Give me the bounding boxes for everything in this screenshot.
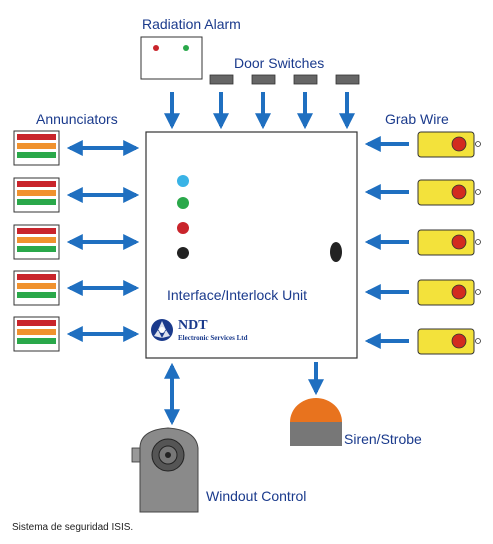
grab-wire-switches bbox=[364, 131, 481, 355]
door-switches-label: Door Switches bbox=[234, 55, 325, 71]
unit-label: Interface/Interlock Unit bbox=[167, 287, 308, 303]
grab-wire-1 bbox=[417, 131, 481, 158]
indicator-red bbox=[177, 222, 189, 234]
ndt-logo-icon bbox=[151, 319, 173, 341]
annunciator-1 bbox=[13, 130, 60, 166]
logo-subtitle: Electronic Services Ltd bbox=[178, 334, 248, 342]
grab-wire-3 bbox=[417, 229, 481, 256]
indicator-blue bbox=[177, 175, 189, 187]
grab-wire-2 bbox=[417, 179, 481, 206]
radiation-alarm-label: Radiation Alarm bbox=[142, 16, 241, 32]
annunciator-3 bbox=[13, 224, 60, 260]
grab-wire-4 bbox=[417, 279, 481, 306]
grab-wire-label: Grab Wire bbox=[385, 111, 449, 127]
alarm-red-led bbox=[153, 45, 159, 51]
indicator-green bbox=[177, 197, 189, 209]
radiation-alarm-box bbox=[140, 36, 203, 80]
door-switches bbox=[209, 74, 360, 130]
siren-label: Siren/Strobe bbox=[344, 431, 422, 447]
windout-label: Windout Control bbox=[206, 488, 307, 504]
figure-caption: Sistema de seguridad ISIS. bbox=[12, 522, 134, 533]
logo-name: NDT bbox=[178, 318, 208, 333]
annunciator-4 bbox=[13, 270, 60, 306]
annunciator-2 bbox=[13, 177, 60, 213]
windout-control-icon bbox=[131, 362, 199, 513]
grab-wire-5 bbox=[417, 328, 481, 355]
annunciators bbox=[13, 130, 140, 352]
siren-strobe-icon bbox=[290, 362, 342, 446]
keyswitch-icon bbox=[330, 242, 342, 262]
annunciator-5 bbox=[13, 316, 60, 352]
indicator-black bbox=[177, 247, 189, 259]
alarm-green-led bbox=[183, 45, 189, 51]
interlock-unit-box bbox=[145, 131, 358, 359]
annunciators-label: Annunciators bbox=[36, 111, 118, 127]
